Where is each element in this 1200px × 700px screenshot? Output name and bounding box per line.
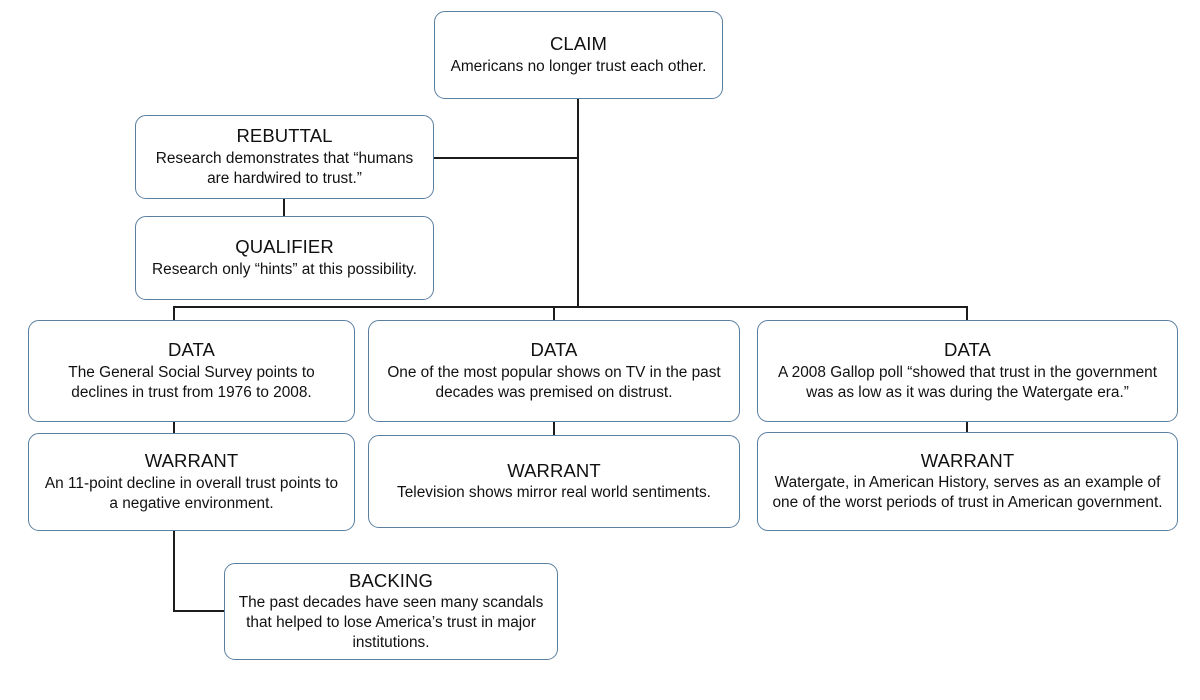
node-data-2-title: DATA: [530, 339, 578, 361]
node-warrant-1[interactable]: WARRANT An 11-point decline in overall t…: [28, 433, 355, 531]
node-qualifier-title: QUALIFIER: [235, 236, 334, 258]
connector-data-3-to-warrant-3: [966, 421, 968, 434]
connector-claim-trunk: [577, 98, 579, 308]
node-data-1[interactable]: DATA The General Social Survey points to…: [28, 320, 355, 422]
node-warrant-2-title: WARRANT: [507, 459, 601, 481]
node-warrant-3-title: WARRANT: [920, 449, 1015, 471]
node-qualifier-body: Research only “hints” at this possibilit…: [152, 260, 417, 278]
node-data-3-title: DATA: [944, 339, 991, 361]
node-warrant-3-body: Watergate, in American History, serves a…: [772, 474, 1163, 512]
connector-rebuttal-to-qualifier: [283, 197, 285, 216]
connector-rebuttal-to-claim: [433, 157, 579, 159]
connector-data-2-to-warrant-2: [553, 421, 555, 435]
node-warrant-2[interactable]: WARRANT Television shows mirror real wor…: [368, 435, 740, 528]
connector-warrant-1-to-backing-horizontal: [173, 610, 226, 612]
node-backing-body: The past decades have seen many scandals…: [238, 594, 544, 652]
node-backing-title: BACKING: [349, 569, 433, 591]
node-qualifier[interactable]: QUALIFIER Research only “hints” at this …: [135, 216, 434, 300]
node-claim-title: CLAIM: [549, 33, 608, 55]
node-rebuttal-title: REBUTTAL: [236, 125, 333, 147]
connector-data-1-to-warrant-1: [173, 421, 175, 434]
node-data-1-title: DATA: [168, 339, 215, 361]
node-warrant-2-body: Television shows mirror real world senti…: [397, 484, 711, 502]
node-backing[interactable]: BACKING The past decades have seen many …: [224, 563, 558, 660]
connector-warrant-1-to-backing-vertical: [173, 530, 175, 612]
node-claim[interactable]: CLAIM Americans no longer trust each oth…: [434, 11, 723, 99]
connector-data-bus: [173, 306, 968, 308]
node-rebuttal-body: Research demonstrates that “humans are h…: [155, 149, 414, 187]
node-data-3-body: A 2008 Gallop poll “showed that trust in…: [777, 363, 1157, 401]
node-claim-body: Americans no longer trust each other.: [450, 57, 707, 75]
node-data-3[interactable]: DATA A 2008 Gallop poll “showed that tru…: [757, 320, 1178, 422]
node-data-2[interactable]: DATA One of the most popular shows on TV…: [368, 320, 740, 422]
connector-bus-to-data-1: [173, 306, 175, 321]
node-rebuttal[interactable]: REBUTTAL Research demonstrates that “hum…: [135, 115, 434, 199]
connector-bus-to-data-3: [966, 306, 968, 321]
node-warrant-3[interactable]: WARRANT Watergate, in American History, …: [757, 432, 1178, 531]
node-data-1-body: The General Social Survey points to decl…: [68, 363, 315, 401]
connector-bus-to-data-2: [553, 306, 555, 321]
node-warrant-1-title: WARRANT: [144, 450, 239, 472]
node-data-2-body: One of the most popular shows on TV in t…: [387, 363, 721, 401]
node-warrant-1-body: An 11-point decline in overall trust poi…: [44, 474, 339, 512]
